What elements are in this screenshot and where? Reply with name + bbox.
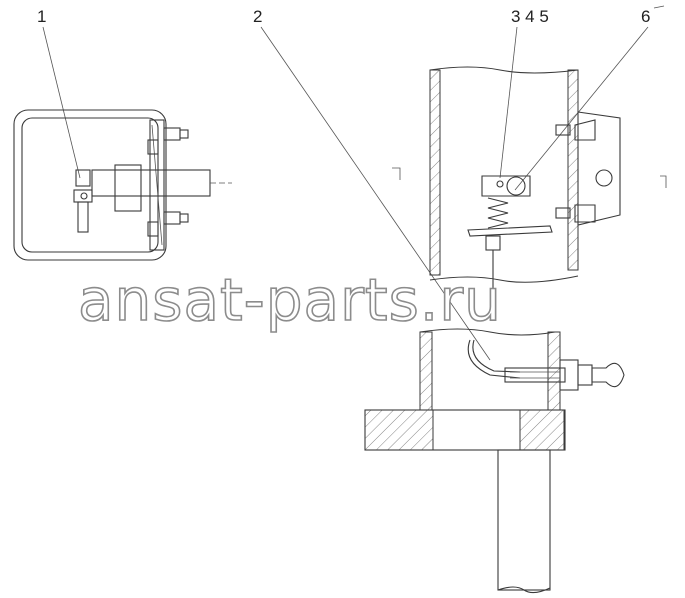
- callout-2: 2: [253, 7, 262, 26]
- detail-view-left: [13, 109, 232, 261]
- callout-3-4-5: 3 4 5: [511, 7, 549, 26]
- callout-6: 6: [641, 7, 650, 26]
- direction-mark-right: [660, 175, 667, 188]
- callout-1: 1: [37, 7, 46, 26]
- leader-line-2: [260, 26, 491, 361]
- lower-column: [364, 328, 625, 594]
- direction-mark-left: [392, 167, 401, 180]
- upper-column: [429, 66, 621, 290]
- leader-line-6: [514, 26, 649, 191]
- leader-line-1: [42, 26, 81, 179]
- leader-line-3-4-5: [499, 26, 518, 179]
- watermark-text: ansat-parts.ru: [78, 266, 502, 334]
- corner-mark: [653, 5, 665, 9]
